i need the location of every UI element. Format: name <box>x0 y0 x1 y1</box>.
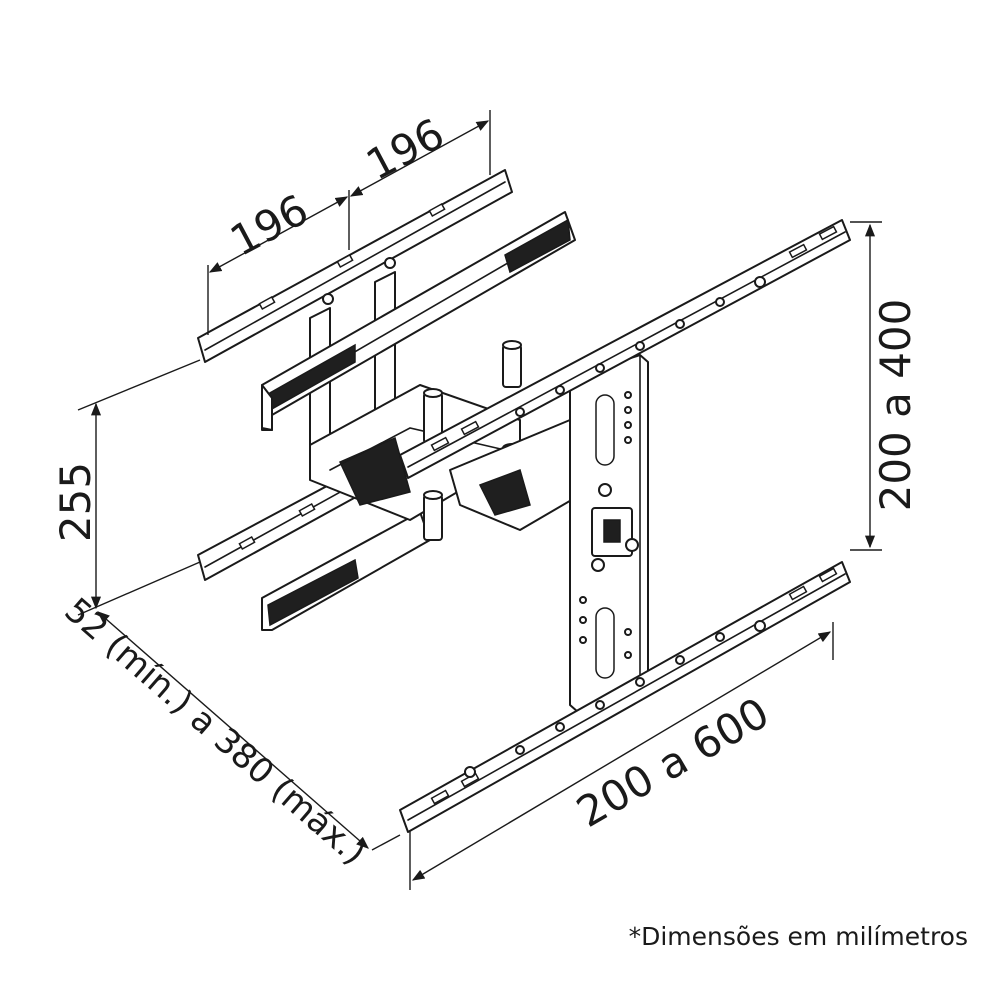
footnote-units: *Dimensões em milímetros <box>628 922 968 951</box>
tv-plate <box>399 219 851 833</box>
dim-label-height: 255 <box>51 462 100 542</box>
vesa-rail-top <box>399 219 851 479</box>
dim-label-196-left: 196 <box>222 185 316 266</box>
dim-label-vertical-vesa: 200 a 400 <box>871 299 920 512</box>
dimension-lines <box>77 110 882 890</box>
dim-label-196-right: 196 <box>358 109 452 190</box>
dim-label-depth: 52 (mín.) a 380 (máx.) <box>57 590 374 873</box>
vesa-vertical-plate <box>569 354 649 713</box>
